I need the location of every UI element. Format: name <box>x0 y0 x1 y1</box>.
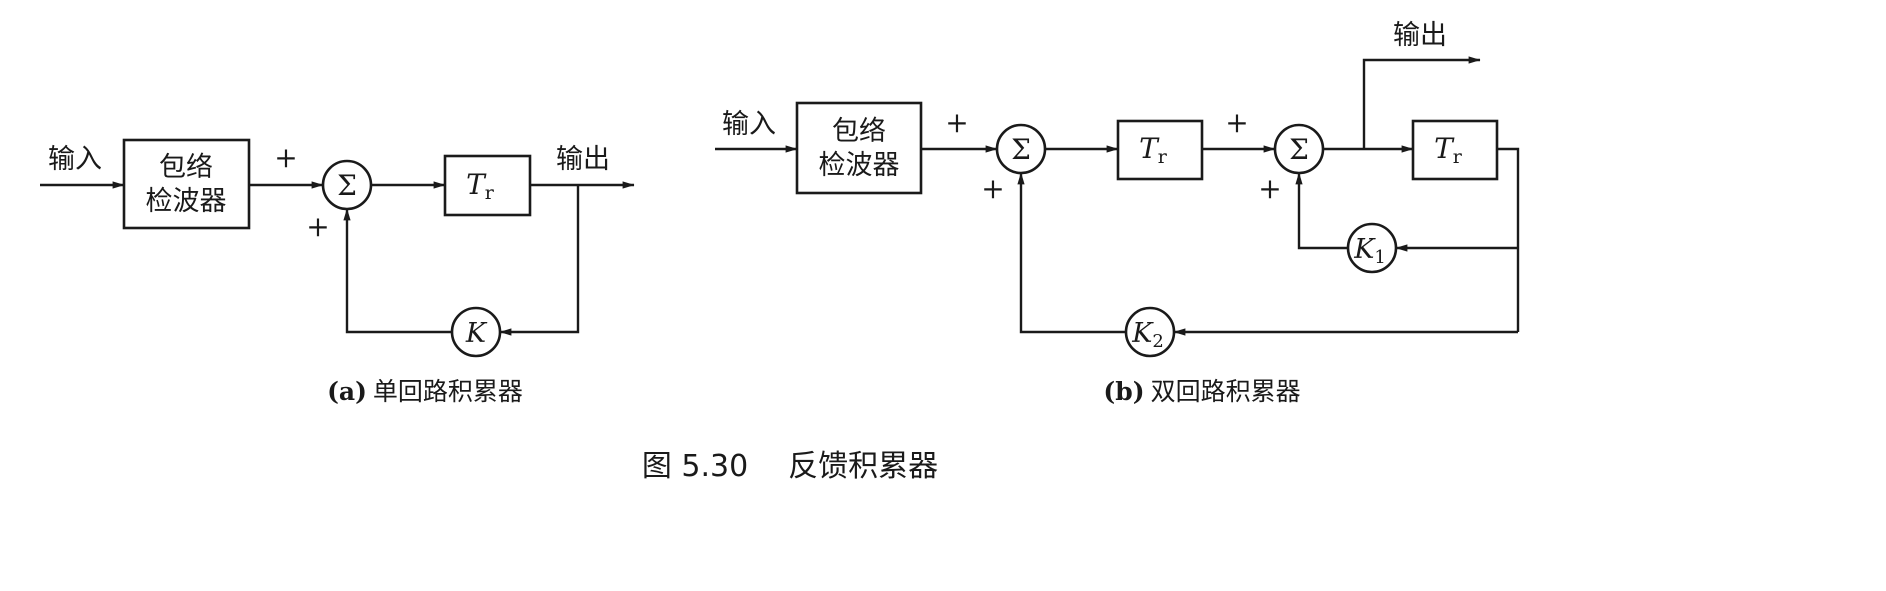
a-plus-bottom: + <box>306 210 329 243</box>
a-gain-label: K <box>465 318 488 349</box>
b-delay2-output-line <box>1497 147 1520 332</box>
b-delay-box-2 <box>1411 119 1499 181</box>
a-sum-symbol: Σ <box>337 169 357 202</box>
b-delay1-label: Tr <box>1139 132 1168 168</box>
a-input-label: 输入 <box>48 144 102 175</box>
a-detector-line1: 包络 <box>159 152 213 183</box>
b-sum2-symbol: Σ <box>1289 133 1309 166</box>
b-gain1-label: K1 <box>1353 234 1386 268</box>
b-detector-line2: 检波器 <box>819 150 900 181</box>
b-plus1-top: + <box>945 106 968 139</box>
b-delay2-label: Tr <box>1434 132 1463 168</box>
a-feedback-to-gain-arrow <box>499 185 580 336</box>
b-k2-to-sum1-arrow <box>1017 172 1126 334</box>
b-plus1-bottom: + <box>981 172 1004 205</box>
diagram-b-double-loop: 输入 包络 检波器 + Σ + Tr + Σ + 输出 Tr <box>715 20 1520 406</box>
b-caption: (b)双回路积累器 <box>1103 377 1300 406</box>
b-delay-box-1 <box>1116 119 1204 181</box>
b-k1-to-sum2-arrow <box>1295 172 1348 250</box>
b-sum1-symbol: Σ <box>1011 133 1031 166</box>
b-output-arrow <box>1362 56 1481 149</box>
diagram-a-single-loop: 输入 包络 检波器 + Σ + Tr 输出 K (a)单回路积累器 <box>40 138 635 406</box>
b-gain2-label: K2 <box>1131 318 1164 352</box>
a-gain-to-sum-arrow <box>343 208 452 334</box>
a-output-label: 输出 <box>556 144 610 175</box>
a-caption: (a)单回路积累器 <box>327 377 523 406</box>
a-delay-label: Tr <box>466 168 495 204</box>
a-detector-line2: 检波器 <box>146 186 227 217</box>
b-plus2-top: + <box>1225 106 1248 139</box>
b-plus2-bottom: + <box>1258 172 1281 205</box>
b-output-label: 输出 <box>1393 20 1447 51</box>
b-input-label: 输入 <box>722 109 776 140</box>
b-detector-line1: 包络 <box>832 116 886 147</box>
a-plus-top: + <box>274 141 297 174</box>
